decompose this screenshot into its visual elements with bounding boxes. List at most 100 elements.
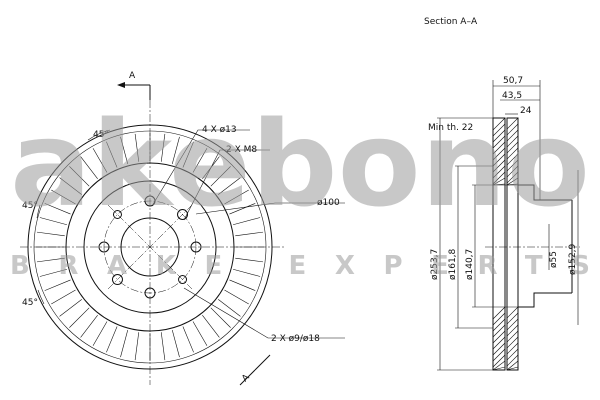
friction-ring-left bbox=[492, 117, 506, 371]
hatch-line bbox=[506, 159, 519, 172]
vane-line bbox=[171, 329, 180, 358]
dim-friction-inner: ø161,8 bbox=[448, 248, 458, 280]
vane-line bbox=[202, 315, 220, 338]
angle-arc-top bbox=[87, 129, 111, 141]
hatch-line bbox=[506, 306, 519, 319]
callout-holes-thread: 2 X M8 bbox=[226, 145, 257, 155]
watermark-logo: akebono bbox=[10, 95, 590, 233]
section-arrow-bottom bbox=[254, 354, 271, 371]
hatch-line bbox=[492, 360, 506, 371]
hatch-line bbox=[506, 141, 519, 154]
hatch-line bbox=[506, 135, 519, 148]
hatch-line bbox=[506, 366, 519, 371]
vane-line bbox=[69, 307, 90, 328]
hatch-line bbox=[492, 135, 506, 149]
dim-hub-diameter: ø152,9 bbox=[568, 243, 578, 275]
hatch-line bbox=[492, 330, 506, 344]
hatch-line bbox=[506, 324, 519, 337]
hatch-line bbox=[492, 165, 506, 179]
dim-center-bore: ø55 bbox=[549, 251, 559, 268]
hatch-line bbox=[492, 123, 506, 137]
hatch-line bbox=[492, 171, 506, 185]
hatch-line bbox=[506, 312, 519, 325]
vane-line bbox=[235, 257, 264, 263]
angle-label-bottom: 45° bbox=[22, 298, 38, 308]
hatch-line bbox=[506, 117, 519, 130]
hatch-line bbox=[492, 318, 506, 332]
vane-line bbox=[44, 203, 71, 215]
vane-line bbox=[39, 217, 68, 226]
leader-pcd bbox=[195, 202, 345, 215]
callout-holes-large: 4 X ø13 bbox=[202, 125, 237, 135]
cooling-vanes bbox=[36, 133, 264, 361]
vane-line bbox=[192, 148, 208, 173]
vane-line bbox=[224, 189, 249, 205]
vane-line bbox=[182, 141, 194, 168]
vane-line bbox=[106, 141, 118, 168]
vane-line bbox=[92, 148, 108, 173]
hatch-line bbox=[506, 318, 519, 331]
vane-line bbox=[80, 156, 98, 179]
angle-arc-left bbox=[36, 204, 41, 219]
vane-line bbox=[134, 133, 140, 162]
hatch-line bbox=[506, 336, 519, 349]
vane-line bbox=[44, 279, 71, 291]
angle-label-left: 45° bbox=[22, 201, 38, 211]
vane-line bbox=[192, 321, 208, 346]
leader-holes-large bbox=[151, 129, 250, 207]
vane-line bbox=[36, 231, 65, 237]
vane-line bbox=[232, 268, 261, 277]
vane-line bbox=[210, 166, 231, 187]
section-title: Section A–A bbox=[424, 17, 478, 27]
vane-line bbox=[80, 315, 98, 338]
section-mark-top: A bbox=[129, 71, 136, 81]
vane-line bbox=[92, 321, 108, 346]
hat-profile-bottom bbox=[517, 292, 572, 370]
hat-profile-top bbox=[517, 118, 572, 201]
brand-watermark: akebono BRAKE EXPERTS bbox=[10, 95, 590, 281]
vane-line bbox=[134, 332, 140, 361]
dim-hat-height: 43,5 bbox=[502, 91, 522, 101]
vane-line bbox=[51, 289, 76, 305]
vane-line bbox=[235, 231, 264, 237]
dim-flange: 24 bbox=[520, 106, 532, 116]
hatch-line bbox=[492, 117, 506, 131]
bolt-hole bbox=[112, 209, 122, 219]
hatch-line bbox=[506, 177, 519, 186]
dim-hat-diameter: ø140,7 bbox=[465, 249, 475, 280]
vane-line bbox=[51, 189, 76, 205]
hatch-line bbox=[506, 153, 519, 166]
bolt-hole bbox=[178, 275, 188, 285]
vane-line bbox=[59, 299, 82, 317]
vane-line bbox=[232, 217, 261, 226]
callout-holes-small: 2 X ø9/ø18 bbox=[271, 334, 320, 344]
vane-line bbox=[229, 279, 256, 291]
hatch-line bbox=[506, 129, 519, 142]
hatch-line bbox=[492, 312, 506, 326]
hatch-line bbox=[492, 141, 506, 155]
hatch-line bbox=[492, 354, 506, 368]
hatch-line bbox=[492, 153, 506, 167]
vane-line bbox=[224, 289, 249, 305]
hatch-line bbox=[492, 342, 506, 356]
hatch-line bbox=[492, 147, 506, 161]
diagonal-center-line-b bbox=[107, 204, 193, 290]
hatch-line bbox=[492, 324, 506, 338]
bolt-hole bbox=[177, 208, 189, 220]
hatch-line bbox=[506, 165, 519, 178]
vane-line bbox=[182, 326, 194, 353]
hatch-line bbox=[492, 159, 506, 173]
hatch-line bbox=[506, 123, 519, 136]
vane-line bbox=[59, 177, 82, 195]
vane-line bbox=[171, 136, 180, 165]
hatch-line bbox=[492, 306, 506, 320]
vane-line bbox=[210, 307, 231, 328]
vane-line bbox=[160, 332, 166, 361]
vane-line bbox=[36, 257, 65, 263]
hatch-line bbox=[506, 348, 519, 361]
section-line-bottom bbox=[239, 369, 256, 386]
leader-holes-thread bbox=[183, 149, 270, 221]
hatch-line bbox=[492, 348, 506, 362]
min-thickness-label: Min th. 22 bbox=[428, 123, 473, 133]
